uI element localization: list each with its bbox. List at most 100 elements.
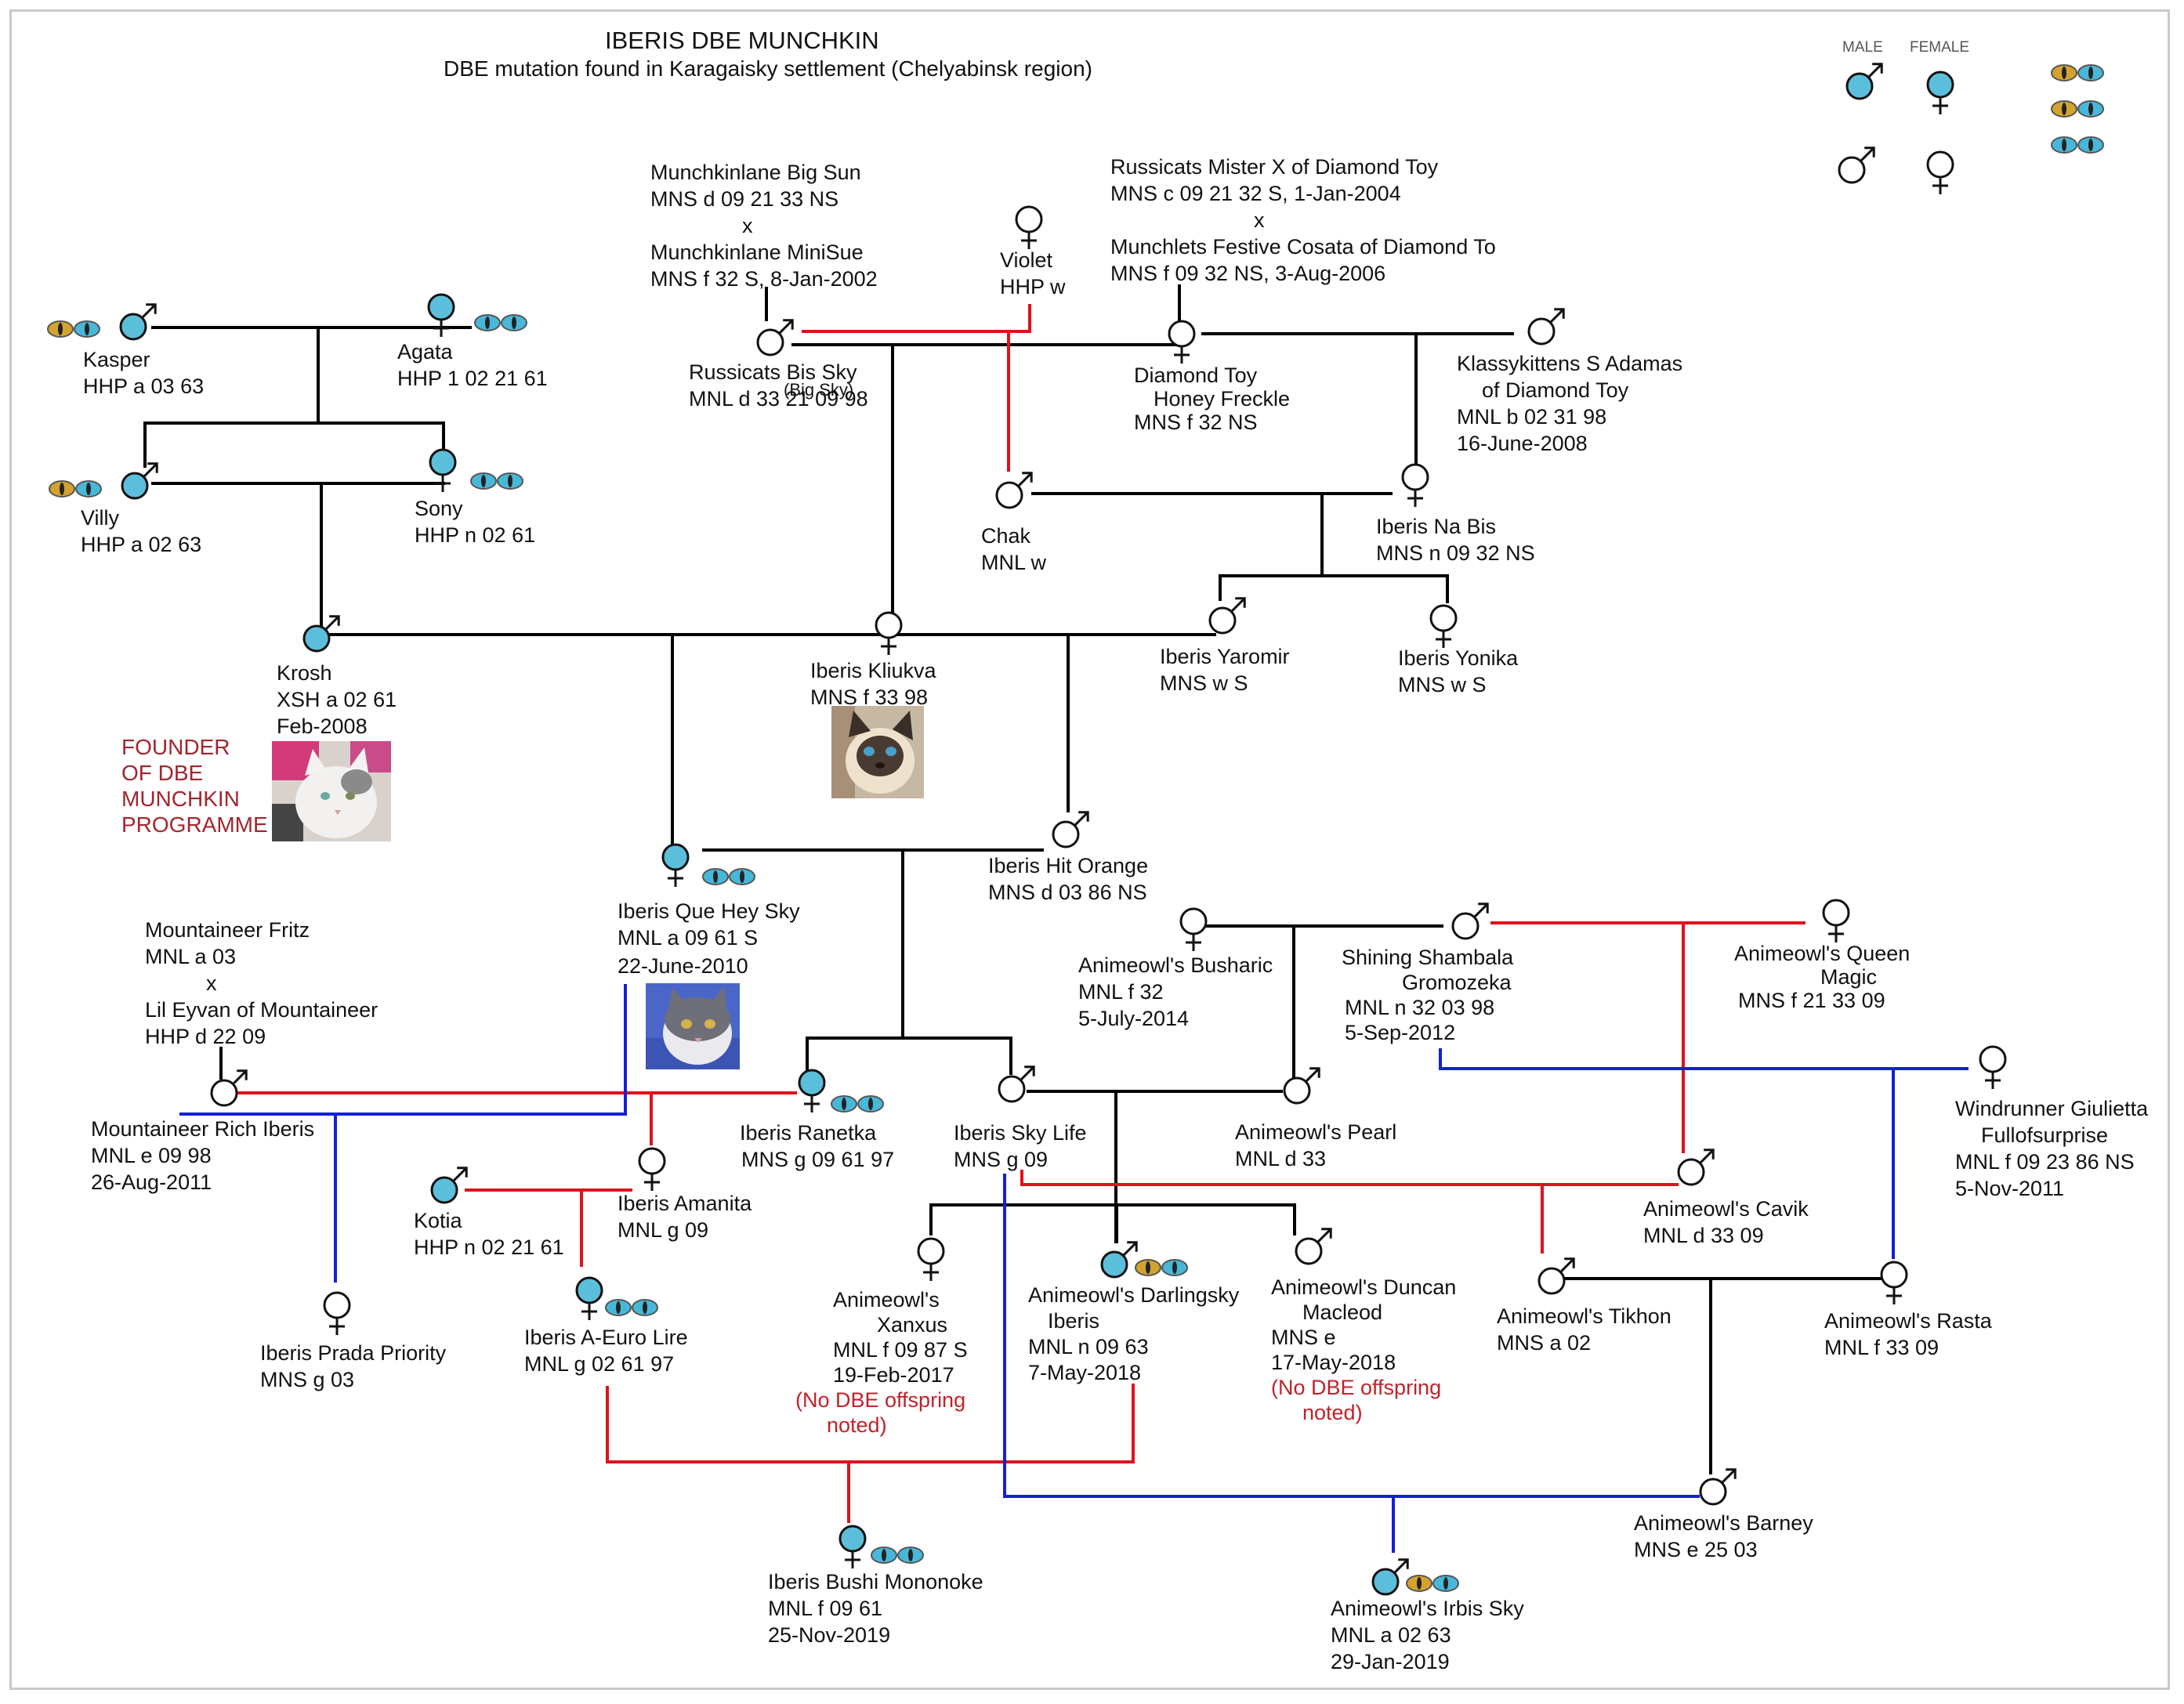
cat-label-violet: Violet HHP w	[1000, 247, 1066, 300]
cat-name: Violet	[1000, 248, 1053, 272]
blue-eye-icon	[474, 314, 501, 331]
cross-mark: x	[1254, 208, 1265, 232]
cat-name: Russicats Bis Sky	[689, 360, 857, 384]
cat-date: 5-Sep-2012	[1345, 1021, 1456, 1044]
female-symbol-icon	[1822, 899, 1850, 942]
cat-name: Iberis Kliukva	[810, 659, 936, 682]
cat-label-duncan: Animeowl's Duncan Macleod MNS e 17-May-2…	[1271, 1275, 1456, 1425]
cat-ems: HHP w	[1000, 275, 1066, 298]
cat-ems: MNS n 09 32 NS	[1376, 541, 1535, 565]
male-symbol-icon	[1451, 903, 1489, 940]
cat-date: 16-June-2008	[1457, 432, 1588, 455]
female-symbol-icon	[1979, 1045, 2007, 1089]
female-symbol-icon	[638, 1147, 666, 1191]
cat-label-barney: Animeowl's Barney MNS e 25 03	[1634, 1510, 1813, 1563]
cat-name: Klassykittens S Adamas	[1457, 352, 1683, 375]
cat-name: Fullofsurprise	[1981, 1123, 2109, 1147]
cat-name: Iberis Yaromir	[1160, 645, 1290, 668]
cat-ems: MNS f 09 32 NS, 3-Aug-2006	[1110, 262, 1386, 285]
legend-dbe-female-icon	[1926, 71, 1954, 114]
cat-label-busharic: Animeowl's Busharic MNL f 32 5-July-2014	[1078, 952, 1273, 1032]
cat-label-krosh: Krosh XSH a 02 61 Feb-2008	[277, 660, 397, 740]
parents-fritz: Mountaineer Fritz MNL a 03 x Lil Eyvan o…	[145, 917, 378, 1050]
cat-ems: MNL g 09	[618, 1218, 709, 1242]
cat-label-kasper: Kasper HHP a 03 63	[83, 346, 204, 400]
female-symbol-icon	[1429, 604, 1458, 648]
blue-eye-icon	[1432, 1575, 1459, 1592]
cat-label-amanita: Iberis Amanita MNL g 09	[618, 1190, 752, 1243]
cat-label-bushi-mononoke: Iberis Bushi Mononoke MNL f 09 61 25-Nov…	[768, 1568, 983, 1648]
cat-date: 26-Aug-2011	[91, 1170, 212, 1194]
gold-eye-icon	[2051, 64, 2077, 81]
blue-eye-icon	[632, 1299, 658, 1316]
cat-ems: MNS g 09 61 97	[741, 1148, 895, 1171]
cat-label-sony: Sony HHP n 02 61	[415, 495, 535, 548]
blue-eye-icon	[2077, 136, 2104, 154]
female-symbol-icon	[575, 1276, 603, 1320]
cat-ems: MNL f 32	[1078, 980, 1164, 1004]
cat-ems: MNS d 09 21 33 NS	[650, 187, 839, 211]
cat-name: Iberis A-Euro Lire	[524, 1326, 688, 1349]
female-symbol-icon	[875, 611, 903, 655]
cat-name: Munchlets Festive Cosata of Diamond To	[1110, 235, 1496, 259]
cat-name: Krosh	[277, 661, 332, 685]
cat-ems: HHP a 02 63	[81, 533, 202, 556]
cat-label-sky-life: Iberis Sky Life MNS g 09	[954, 1120, 1087, 1173]
blue-eye-icon	[1161, 1259, 1188, 1276]
cat-date: Feb-2008	[277, 715, 368, 738]
male-symbol-icon	[210, 1069, 248, 1107]
cat-ems: MNL g 02 61 97	[524, 1352, 675, 1376]
male-symbol-icon	[302, 615, 340, 653]
female-symbol-icon	[1179, 907, 1208, 951]
cat-ems: MNL f 33 09	[1824, 1336, 1940, 1359]
cat-label-euro-lire: Iberis A-Euro Lire MNL g 02 61 97	[524, 1324, 688, 1377]
cat-ems: MNS c 09 21 32 S, 1-Jan-2004	[1110, 182, 1401, 205]
cat-label-adamas: Klassykittens S Adamas of Diamond Toy MN…	[1457, 350, 1682, 457]
diagram-frame	[9, 9, 2170, 1690]
blue-eye-icon	[2077, 100, 2104, 118]
male-symbol-icon	[1677, 1149, 1715, 1186]
cat-name: Animeowl's Barney	[1634, 1511, 1813, 1535]
cat-name: Windrunner Giulietta	[1955, 1097, 2149, 1120]
cat-label-tikhon: Animeowl's Tikhon MNS a 02	[1497, 1303, 1672, 1356]
parents-mister-x: Russicats Mister X of Diamond Toy MNS c …	[1110, 154, 1496, 287]
cat-name: Mountaineer Fritz	[145, 918, 310, 942]
cat-name: Iberis	[1048, 1309, 1100, 1333]
cat-label-villy: Villy HHP a 02 63	[81, 505, 201, 558]
cat-name: Iberis Prada Priority	[260, 1341, 447, 1365]
blue-eye-icon	[2077, 64, 2104, 81]
cat-name: Animeowl's Duncan	[1271, 1275, 1457, 1299]
cat-ems: MNL b 02 31 98	[1457, 405, 1607, 429]
cat-ems: MNS f 21 33 09	[1738, 989, 1885, 1012]
cat-label-prada: Iberis Prada Priority MNS g 03	[260, 1340, 446, 1393]
cat-name: Agata	[397, 340, 453, 364]
female-symbol-icon	[1168, 320, 1196, 364]
cat-name: Lil Eyvan of Mountaineer	[145, 998, 378, 1022]
blue-eye-icon	[871, 1547, 897, 1564]
cat-ems: MNL d 33	[1235, 1147, 1327, 1170]
cat-ems: MNS a 02	[1497, 1331, 1592, 1355]
cat-label-queen-magic: Animeowl's Queen Magic MNS f 21 33 09	[1734, 942, 1910, 1012]
diagram-title: IBERIS DBE MUNCHKIN	[605, 27, 879, 54]
cat-ems: MNS f 33 98	[810, 686, 929, 709]
cat-ems: MNS g 09	[954, 1148, 1049, 1171]
blue-eye-icon	[74, 320, 100, 338]
cat-name: Animeowl's Busharic	[1078, 953, 1273, 977]
blue-eye-icon	[2051, 136, 2077, 154]
cat-ems: MNS d 03 86 NS	[988, 881, 1147, 904]
cat-name: Iberis Yonika	[1398, 646, 1519, 670]
cat-ems: HHP n 02 21 61	[414, 1235, 564, 1259]
cat-name: Iberis Que Hey Sky	[618, 899, 800, 923]
cat-name: Animeowl's Pearl	[1235, 1120, 1397, 1144]
female-symbol-icon	[1401, 463, 1429, 507]
cat-ems: MNS f 32 S, 8-Jan-2002	[650, 267, 878, 291]
cat-ems: MNL e 09 98	[91, 1144, 212, 1167]
female-symbol-icon	[323, 1291, 351, 1335]
founder-note-line: MUNCHKIN	[121, 787, 240, 811]
photo-que-hey-sky	[646, 983, 740, 1069]
cat-date: 5-July-2014	[1078, 1007, 1190, 1030]
cat-name: Diamond Toy	[1134, 364, 1258, 387]
cat-label-xanxus: Animeowl's Xanxus MNL f 09 87 S 19-Feb-2…	[795, 1287, 968, 1438]
cat-label-rasta: Animeowl's Rasta MNL f 33 09	[1824, 1308, 1992, 1361]
blue-eye-icon	[702, 868, 729, 885]
